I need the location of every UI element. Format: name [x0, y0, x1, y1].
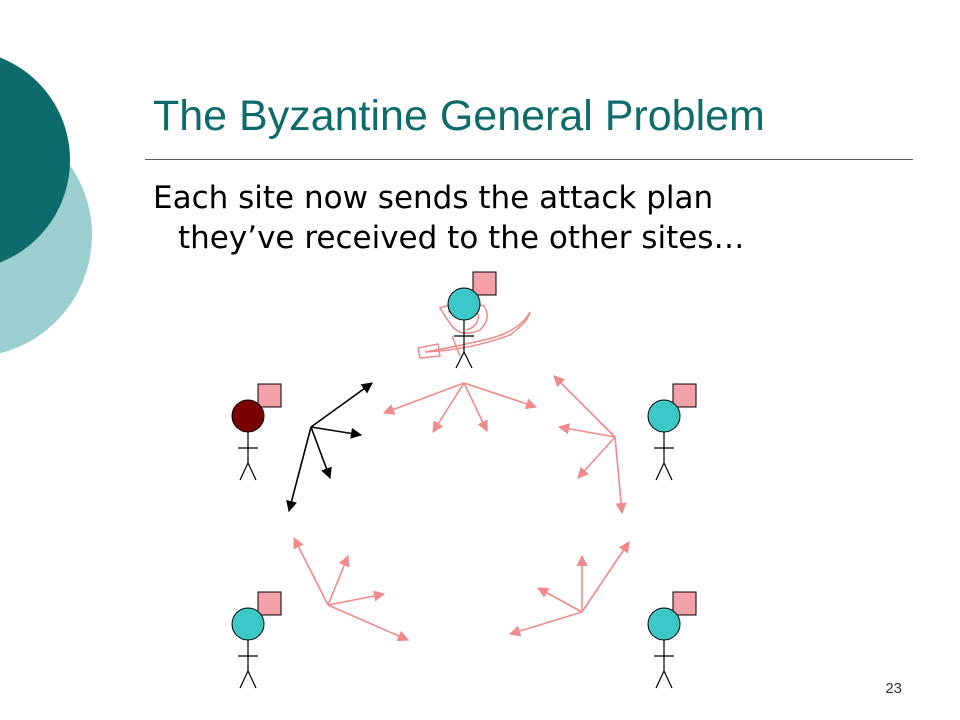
general-head-icon [448, 288, 480, 320]
general-head-icon [232, 400, 264, 432]
general-head-icon [232, 608, 264, 640]
arrow [311, 383, 372, 427]
arrow [328, 594, 384, 605]
arrow [615, 437, 622, 513]
arrow [510, 612, 582, 634]
general-bottom-left [232, 592, 281, 688]
flag-icon [258, 384, 281, 407]
arrow [384, 383, 464, 413]
flag-icon [473, 272, 496, 295]
flag-icon [258, 592, 281, 615]
arrows-from-bottom-left [294, 538, 408, 640]
general-top [448, 272, 496, 368]
arrow [538, 588, 582, 612]
page-number: 23 [885, 680, 902, 697]
arrow [328, 605, 408, 640]
arrows-from-right [554, 376, 622, 513]
general-right [648, 384, 696, 480]
general-left-traitor [232, 384, 281, 480]
general-bottom-right [648, 592, 696, 688]
general-head-icon [648, 400, 680, 432]
arrow [582, 542, 629, 612]
arrow [328, 556, 348, 605]
flag-icon [673, 384, 696, 407]
arrow [311, 427, 361, 435]
arrow [289, 427, 311, 511]
flag-icon [673, 592, 696, 615]
arrow [578, 437, 615, 478]
arrow [433, 383, 464, 432]
arrows-from-top [384, 383, 536, 432]
arrow [311, 427, 330, 478]
arrow [464, 383, 536, 407]
general-head-icon [648, 608, 680, 640]
arrows-from-traitor [289, 383, 372, 511]
arrow [294, 538, 328, 605]
arrows-from-bottom-right [510, 542, 629, 634]
